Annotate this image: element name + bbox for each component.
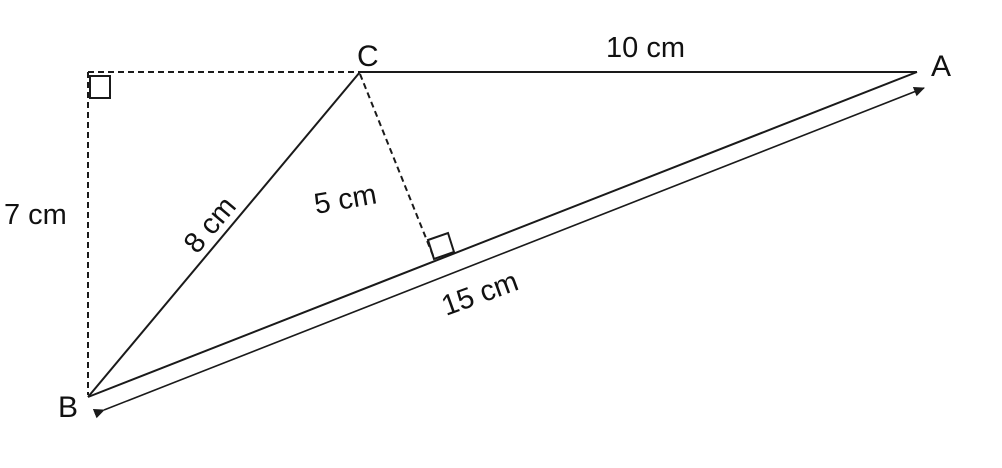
vertex-label-b: B	[58, 391, 78, 424]
vertex-label-c: C	[357, 40, 379, 73]
side-cb	[87, 71, 361, 398]
right-angle-marker-corner	[89, 75, 111, 99]
label-height: 5 cm	[312, 178, 379, 220]
dashed-height	[359, 73, 435, 259]
vertex-label-a: A	[931, 50, 951, 83]
dimension-arrow-ab	[92, 87, 925, 419]
label-ca: 10 cm	[606, 32, 685, 64]
label-vertical-side: 7 cm	[4, 199, 67, 231]
